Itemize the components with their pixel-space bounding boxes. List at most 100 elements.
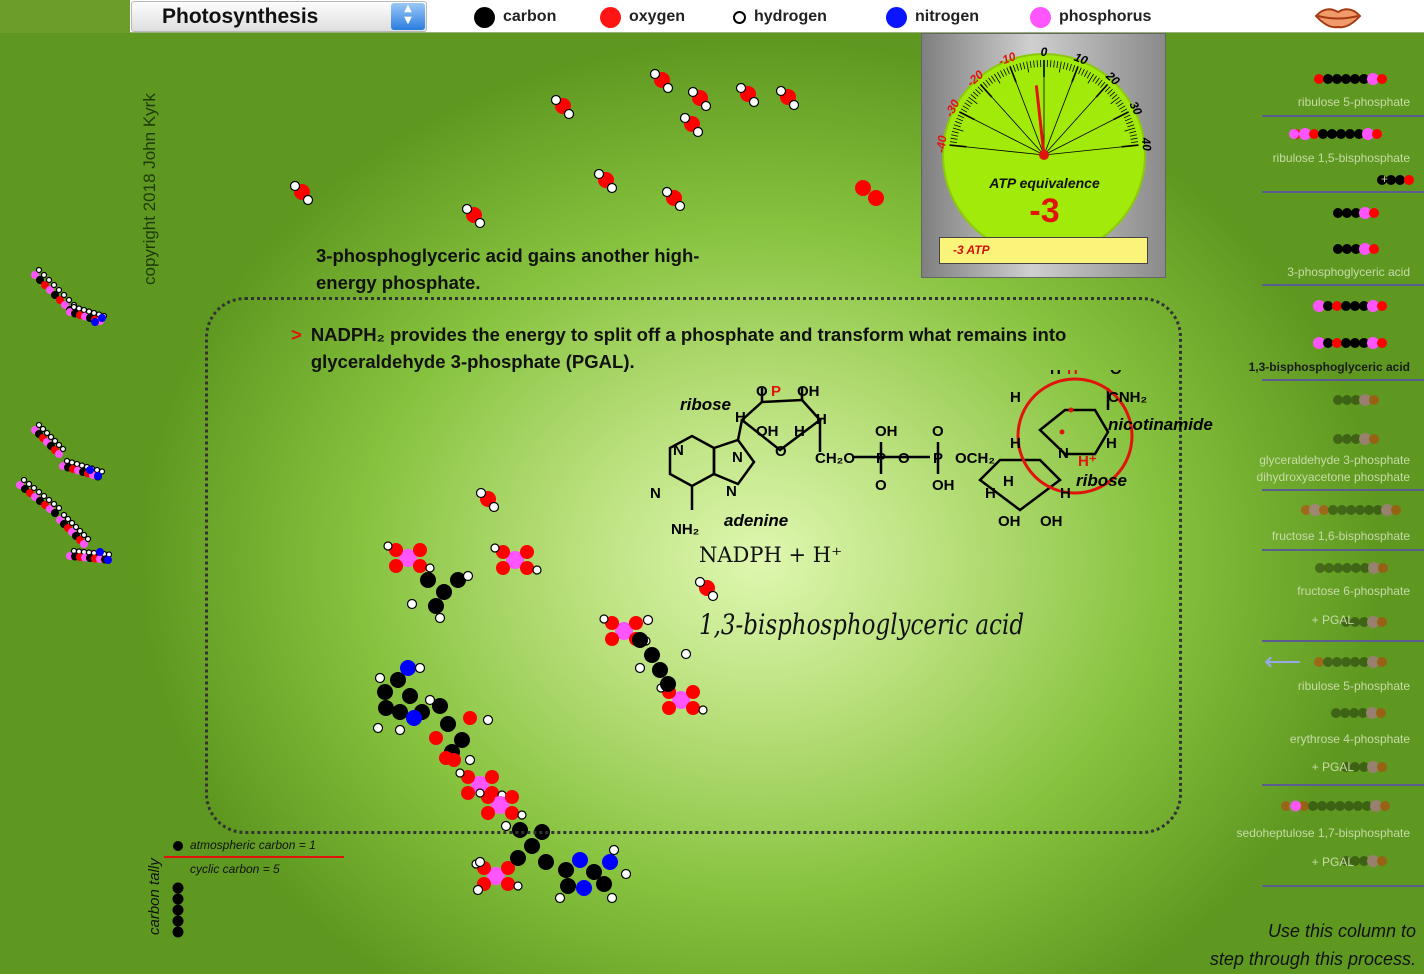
hydrogen-atom	[394, 724, 406, 736]
small-atom	[31, 271, 39, 279]
step-molecule-icon	[1291, 128, 1382, 140]
process-selector[interactable]: Photosynthesis ▲ ▼	[131, 1, 427, 32]
icon-atom	[1333, 244, 1343, 254]
icon-atom	[1362, 801, 1372, 811]
carbon-atom	[390, 672, 406, 688]
atp-bar: -3 ATP	[939, 237, 1148, 264]
step-molecule-icon	[1314, 656, 1387, 668]
carbon-tally-label: carbon tally	[146, 858, 163, 935]
struct-ribose-right: ribose	[1076, 471, 1127, 490]
process-stepper[interactable]: ▲ ▼	[391, 3, 425, 30]
hydrogen-atom	[40, 492, 48, 500]
icon-atom	[1333, 395, 1343, 405]
struct-ch2o: CH₂O	[815, 450, 855, 467]
back-arrow-icon[interactable]: ⟵	[1264, 646, 1302, 676]
small-atom	[80, 540, 88, 548]
icon-atom	[1377, 617, 1387, 627]
icon-atom	[1358, 708, 1368, 718]
struct-n-4: N	[726, 483, 737, 500]
process-step-column[interactable]: ribulose 5-phosphate ribulose 1,5-bispho…	[1186, 62, 1424, 897]
carbon-atom	[436, 584, 452, 600]
gauge-tick-label: 40	[1139, 136, 1154, 152]
icon-atom	[1350, 338, 1360, 348]
step-3-phosphoglyceric-acid[interactable]: 3-phosphoglyceric acid	[1287, 265, 1410, 279]
icon-atom	[1333, 563, 1343, 573]
icon-atom	[1367, 337, 1379, 349]
icon-atom	[1359, 338, 1369, 348]
step-fructose-6-phosphate[interactable]: fructose 6-phosphate	[1297, 584, 1410, 598]
icon-atom	[1336, 129, 1346, 139]
icon-atom	[1332, 657, 1342, 667]
step-glyceraldehyde-3-phosphate[interactable]: glyceraldehyde 3-phosphate	[1259, 453, 1410, 467]
step-molecule-icon	[1315, 562, 1388, 574]
icon-atom	[1366, 707, 1378, 719]
step-molecule-icon	[1313, 337, 1387, 349]
icon-atom	[1362, 128, 1374, 140]
gauge-tick-label: -40	[934, 135, 950, 154]
struct-o-5: O	[1110, 370, 1122, 378]
step-ribulose-5-phosphate[interactable]: ribulose 5-phosphate	[1297, 95, 1410, 109]
nitrogen-atom	[86, 466, 94, 474]
carbon-atom	[632, 632, 648, 648]
hydrogen-atom	[51, 437, 59, 445]
icon-atom	[1315, 563, 1325, 573]
hydrogen-atom	[65, 296, 73, 304]
step-description-text: NADPH₂ provides the energy to split off …	[310, 324, 1067, 372]
step-molecule-icon	[1341, 761, 1387, 773]
struct-n-3: N	[732, 449, 743, 466]
hydrogen-atom	[50, 500, 58, 508]
struct-op-o: O	[756, 383, 768, 400]
hydrogen-atom	[424, 694, 436, 706]
step-plus-pgal-3: + PGAL	[1311, 855, 1354, 869]
icon-atom	[1377, 856, 1387, 866]
carbon-dot-icon	[474, 6, 495, 28]
atp-value: -3	[1029, 192, 1060, 230]
struct-oh-3: OH	[875, 423, 898, 440]
nitrogen-atom	[104, 556, 112, 564]
step-1-3-bisphosphoglyceric-acid[interactable]: 1,3-bisphosphoglyceric acid	[1248, 360, 1410, 374]
carbon-atom	[420, 572, 436, 588]
oxygen-atom	[686, 701, 700, 715]
icon-atom	[1341, 617, 1351, 627]
oxygen-atom	[605, 632, 619, 646]
hydrogen-atom	[461, 203, 473, 215]
struct-h-10: H	[1106, 435, 1117, 452]
icon-atom	[1314, 74, 1324, 84]
stepper-down-icon[interactable]: ▼	[404, 15, 412, 26]
step-dihydroxyacetone-phosphate[interactable]: dihydroxyacetone phosphate	[1256, 470, 1410, 484]
step-divider	[1262, 191, 1424, 193]
icon-atom	[1381, 504, 1393, 516]
step-ribulose-1-5-bisphosphate[interactable]: ribulose 1,5-bisphosphate	[1272, 151, 1410, 165]
lips-icon[interactable]	[1312, 3, 1364, 31]
step-sedoheptulose-1-7-bisphosphate[interactable]: sedoheptulose 1,7-bisphosphate	[1236, 826, 1410, 840]
carbon-atom	[558, 862, 574, 878]
carbon-atom	[524, 838, 540, 854]
icon-atom	[1351, 244, 1361, 254]
icon-atom	[1340, 708, 1350, 718]
hydrogen-atom	[472, 884, 484, 896]
oxygen-atom	[520, 561, 534, 575]
tally-divider	[164, 856, 344, 858]
stepper-up-icon[interactable]: ▲	[404, 3, 412, 14]
step-fructose-1-6-bisphosphate[interactable]: fructose 1,6-bisphosphate	[1271, 529, 1410, 543]
struct-n-1: N	[650, 485, 661, 502]
step-title: 3-phosphoglyceric acid gains another hig…	[316, 245, 700, 293]
icon-atom	[1364, 505, 1374, 515]
hydrogen-atom	[674, 200, 686, 212]
carbon-atom	[378, 700, 394, 716]
struct-p-1: P	[876, 450, 886, 467]
icon-atom	[1335, 801, 1345, 811]
hydrogen-atom	[85, 308, 93, 315]
icon-atom	[1331, 708, 1341, 718]
oxygen-atom	[463, 711, 477, 725]
oxygen-atom	[855, 180, 871, 196]
hydrogen-atom	[490, 543, 500, 553]
nitrogen-atom	[96, 548, 104, 556]
icon-atom	[1332, 338, 1342, 348]
nitrogen-atom	[98, 314, 106, 322]
icon-atom	[1367, 761, 1379, 773]
step-ribulose-5-phosphate-2[interactable]: ribulose 5-phosphate	[1297, 679, 1410, 693]
icon-atom	[1291, 801, 1301, 811]
struct-h-8: H	[1010, 389, 1021, 406]
step-erythrose-4-phosphate[interactable]: erythrose 4-phosphate	[1289, 732, 1410, 746]
